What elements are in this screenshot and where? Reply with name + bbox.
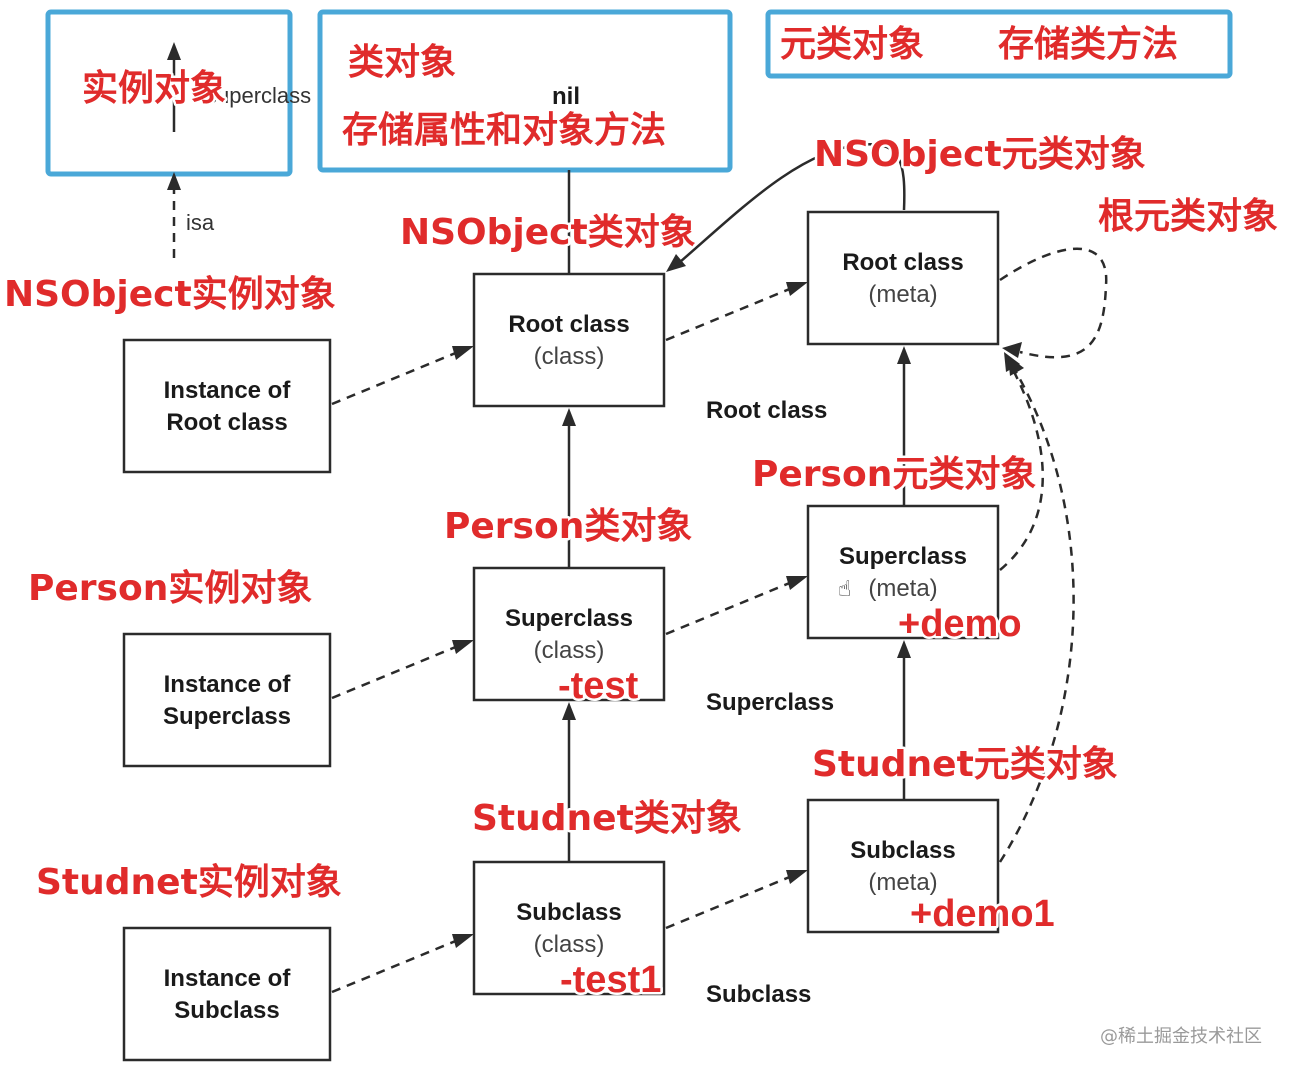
class-super-method: -test [558,665,639,707]
class-root-line1: Root class [508,311,629,338]
annotations: NSObject实例对象 Person实例对象 Studnet实例对象 NSOb… [2,132,1281,1004]
class-box-root [472,272,666,408]
instance-root-line2: Root class [166,409,287,436]
watermark: @稀土掘金技术社区 [1100,1026,1262,1047]
class-sub-title: Studnet类对象 [472,798,742,839]
class-sub-line1: Subclass [516,899,621,926]
instance-box-sub [122,926,332,1062]
meta-box-root [806,210,1000,346]
isa-sub-instance-arrowhead [452,934,474,948]
instance-node-sub: Instance of Subclass [122,926,332,1062]
row-label-root: Root class [706,397,827,424]
isa-submeta-arrowhead [1008,356,1024,376]
isa-super-instance-to-class [331,644,459,700]
instance-super-title: Person实例对象 [28,568,312,609]
meta-root-line2: (meta) [868,281,937,308]
legend-meta-box [765,9,1233,79]
isa-root-instance-to-class [331,350,459,406]
instance-box-root [122,338,332,474]
row-label-super: Superclass [706,689,834,716]
isa-submeta-to-rootmeta [998,371,1075,863]
legend-class-label-line2: 存储属性和对象方法 [342,110,666,151]
meta-box-sub [806,798,1000,934]
rootmeta-to-rootclass-curve [679,143,906,263]
legend-instance-label: 实例对象 [82,68,226,109]
class-sub-line2: (class) [534,931,605,958]
instance-root-title: NSObject实例对象 [4,274,336,315]
meta-node-sub: Subclass (meta) [806,798,1000,934]
meta-sub-line2: (meta) [868,869,937,896]
hand-cursor-icon: ☝ [838,577,851,602]
instance-sub-line1: Instance of [164,965,292,992]
class-super-title: Person类对象 [444,506,692,547]
row-label-sub: Subclass [706,981,811,1008]
meta-sub-title: Studnet元类对象 [812,744,1118,785]
meta-super-line1: Superclass [839,543,967,570]
instance-column: Instance of Root class Instance of Super… [122,338,332,1062]
instance-root-line1: Instance of [164,377,292,404]
row-labels: Root class Superclass Subclass [706,397,834,1008]
isa-rootmeta-self-loop [999,247,1108,359]
rootmeta-to-rootclass-arrowhead [666,254,686,272]
class-node-sub: Subclass (class) [472,860,666,996]
class-box-sub [472,860,666,996]
class-sub-method: -test1 [560,959,661,1001]
class-root-title: NSObject类对象 [400,212,696,253]
isa-super-instance-arrowhead [452,640,474,654]
legend-isa-arrowhead [167,172,181,190]
isa-sub-class-arrowhead [786,870,808,884]
meta-root-title: NSObject元类对象 [814,134,1146,175]
class-super-line1: Superclass [505,605,633,632]
class-node-super: Superclass (class) [472,566,666,702]
class-column: Root class (class) Superclass (class) Su… [472,272,666,996]
instance-super-line2: Superclass [163,703,291,730]
meta-super-method: +demo [898,603,1022,645]
isa-super-class-arrowhead [786,576,808,590]
legend: isa superclass 实例对象 类对象 nil 存储属性和对象方法 元类… [45,9,1233,258]
submeta-to-supermeta-arrowhead [897,640,911,658]
legend-superclass-arrowhead [167,42,181,60]
subclass-to-superclass-arrowhead [562,702,576,720]
meta-node-super: Superclass (meta) ☝ [806,504,1000,640]
instance-sub-line2: Subclass [174,997,279,1024]
legend-nil-label: nil [552,83,580,110]
meta-column: Root class (meta) Superclass (meta) ☝ Su… [806,210,1000,934]
isa-rootmeta-self-loop-arrowhead [1002,342,1022,358]
meta-sub-method: +demo1 [910,893,1055,935]
meta-sub-line1: Subclass [850,837,955,864]
instance-node-root: Instance of Root class [122,338,332,474]
root-meta-note: 根元类对象 [1098,196,1278,237]
supermeta-to-rootmeta-arrowhead [897,346,911,364]
class-node-root: Root class (class) [472,272,666,408]
legend-instance-box [45,9,293,177]
legend-class-label-line1: 类对象 [348,42,456,83]
legend-meta-label-part1: 元类对象 [780,24,924,65]
isa-root-class-arrowhead [786,282,808,296]
isa-super-class-to-meta [665,580,793,636]
isa-sub-class-to-meta [665,874,793,930]
meta-super-line2: (meta) [868,575,937,602]
instance-box-super [122,632,332,768]
connectors [331,143,1108,994]
meta-node-root: Root class (meta) [806,210,1000,346]
class-super-line2: (class) [534,637,605,664]
instance-sub-title: Studnet实例对象 [36,862,342,903]
class-root-line2: (class) [534,343,605,370]
class-box-super [472,566,666,702]
legend-class-box [317,9,733,173]
instance-super-line1: Instance of [164,671,292,698]
isa-sub-instance-to-class [331,938,459,994]
meta-box-super [806,504,1000,640]
legend-superclass-label: superclass [206,83,311,108]
legend-meta-label-part2: 存储类方法 [998,24,1178,65]
meta-root-line1: Root class [842,249,963,276]
meta-super-title: Person元类对象 [752,454,1036,495]
isa-root-instance-arrowhead [452,346,474,360]
isa-root-class-to-meta [665,286,793,342]
instance-node-super: Instance of Superclass [122,632,332,768]
legend-isa-label: isa [186,210,215,235]
superclass-to-root-arrowhead [562,408,576,426]
